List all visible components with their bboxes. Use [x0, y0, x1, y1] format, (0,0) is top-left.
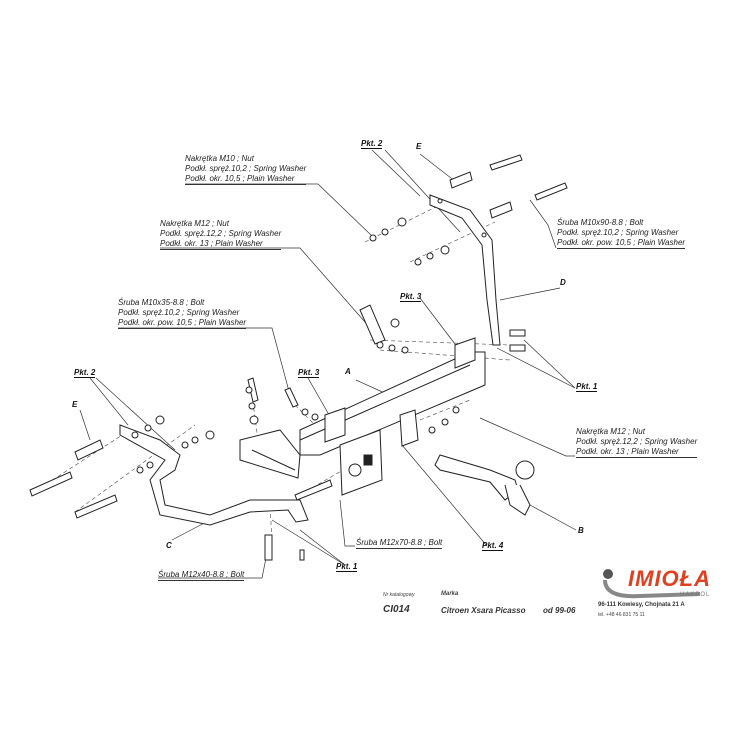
part-e-left-label: E	[72, 400, 78, 409]
nut-m12-right-callout: Nakrętka M12 ; Nut Podkł. spręż.12,2 ; S…	[576, 427, 698, 458]
bolt-m10x35-callout: Śruba M10x35-8.8 ; Bolt Podkł. spręż.10,…	[118, 298, 247, 329]
callout-line: Podkł. okr. pow. 10,5 ; Plain Washer	[557, 238, 686, 249]
socket-plate	[339, 409, 419, 496]
callout-line: Śruba M10x90-8.8 ; Bolt	[557, 218, 644, 227]
bolts	[29, 154, 568, 561]
callout-line: Podkł. spręż.12,2 ; Spring Washer	[576, 437, 698, 446]
pkt1-bottom-label: Pkt. 1	[336, 562, 358, 572]
crossbar-a	[299, 337, 486, 456]
brand-address: 96-111 Kowiesy, Chojnata 21 A	[598, 602, 685, 608]
bolt-m12x40-callout: Śruba M12x40-8.8 ; Bolt	[158, 570, 245, 581]
callout-line: Podkł. spręż.12,2 ; Spring Washer	[160, 229, 282, 238]
make-label: Marka	[441, 591, 459, 597]
brand-logo-mark	[603, 569, 701, 599]
side-bracket-c	[119, 424, 309, 526]
callout-line: Nakrętka M12 ; Nut	[160, 219, 229, 228]
catalog-number-label: Nr katalogowy	[383, 592, 415, 598]
callout-line: Podkł. okr. 10,5 ; Plain Washer	[185, 174, 307, 185]
part-c-label: C	[166, 541, 172, 550]
nut-m12-top-callout: Nakrętka M12 ; Nut Podkł. spręż.12,2 ; S…	[160, 219, 282, 250]
pkt2-left-label: Pkt. 2	[74, 368, 96, 378]
callout-line: Podkł. okr. 13 ; Plain Washer	[576, 447, 698, 458]
ball-neck-b	[434, 454, 535, 516]
washers-nuts	[131, 217, 460, 474]
callout-line: Nakrętka M12 ; Nut	[576, 427, 645, 436]
callout-line: Śruba M10x35-8.8 ; Bolt	[118, 298, 205, 307]
part-a-label: A	[345, 367, 351, 376]
pkt4-label: Pkt. 4	[482, 541, 504, 551]
part-e-top-label: E	[416, 142, 422, 151]
bolt-m12x70-callout: Śruba M12x70-8.8 ; Bolt	[356, 538, 443, 549]
brand-sub: HAKPOL	[680, 592, 711, 598]
bolt-m10x90-callout: Śruba M10x90-8.8 ; Bolt Podkł. spręż.10,…	[557, 218, 686, 249]
callout-line: Nakrętka M10 ; Nut	[185, 154, 254, 163]
callout-line: Śruba M12x40-8.8 ; Bolt	[158, 570, 245, 581]
pkt3-top-label: Pkt. 3	[400, 292, 422, 302]
brand-logo: IMIOŁA	[628, 566, 711, 591]
part-d-label: D	[560, 278, 566, 287]
nut-m10-callout: Nakrętka M10 ; Nut Podkł. spręż.10,2 ; S…	[185, 154, 307, 185]
production-years: od 99-06	[543, 606, 576, 615]
pkt3-left-label: Pkt. 3	[298, 368, 320, 378]
callout-line: Śruba M12x70-8.8 ; Bolt	[356, 538, 443, 549]
brand-phone: tel. +48 46 831 75 11	[598, 612, 645, 618]
catalog-number: CI014	[383, 604, 410, 615]
callout-line: Podkł. spręż.10,2 ; Spring Washer	[118, 308, 240, 317]
callout-line: Podkł. spręż.10,2 ; Spring Washer	[557, 228, 679, 237]
pkt1-right-label: Pkt. 1	[576, 382, 598, 392]
part-b-label: B	[578, 526, 584, 535]
side-bracket-d	[429, 194, 501, 346]
vehicle-make: Citroen Xsara Picasso	[441, 606, 526, 615]
callout-line: Podkł. okr. 13 ; Plain Washer	[160, 239, 282, 250]
pkt2-top-label: Pkt. 2	[361, 139, 383, 149]
callout-line: Podkł. spręż.10,2 ; Spring Washer	[185, 164, 307, 173]
callout-line: Podkł. okr. pow. 10,5 ; Plain Washer	[118, 318, 247, 329]
